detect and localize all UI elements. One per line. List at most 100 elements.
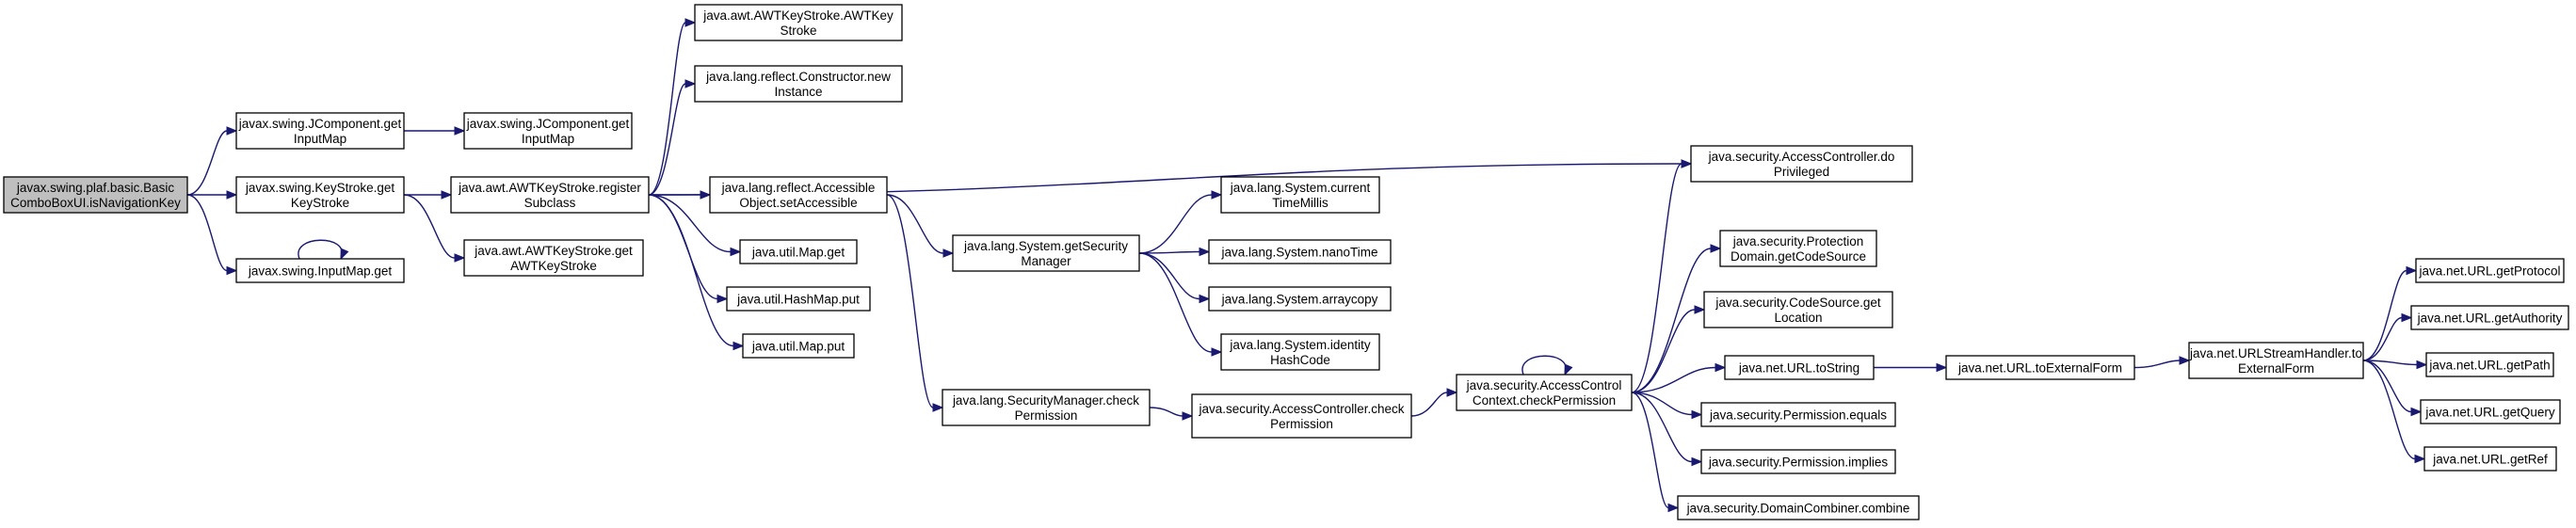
function-node[interactable]: java.util.Map.get <box>739 239 858 264</box>
function-node[interactable]: java.net.URL.getProtocol <box>2415 258 2565 283</box>
node-box <box>1700 402 1896 427</box>
edge-line <box>2133 360 2181 369</box>
function-node[interactable]: java.util.HashMap.put <box>726 286 871 312</box>
node-label-line: java.lang.System.current <box>1230 181 1371 195</box>
node-label-line: Permission <box>1270 417 1333 431</box>
call-edge <box>403 190 453 200</box>
node-label-line: Domain.getCodeSource <box>1731 249 1866 264</box>
call-edge <box>648 79 697 196</box>
edge-line <box>2362 316 2403 361</box>
arrowhead <box>2414 454 2426 464</box>
edge-line <box>403 194 456 259</box>
arrowhead <box>1691 409 1703 420</box>
node-label-line: java.net.URL.toExternalForm <box>1957 361 2122 376</box>
node-label-line: Manager <box>1021 254 1071 268</box>
node-box <box>942 389 1151 426</box>
function-node[interactable]: java.net.URL.toString <box>1724 355 1875 380</box>
node-label-line: java.util.HashMap.put <box>736 293 860 307</box>
node-label-line: Privileged <box>1774 165 1829 179</box>
function-node[interactable]: java.security.ProtectionDomain.getCodeSo… <box>1719 230 1877 267</box>
node-box <box>1945 355 2135 380</box>
call-edge <box>2362 360 2428 370</box>
function-node[interactable]: java.lang.reflect.Constructor.newInstanc… <box>694 65 903 103</box>
node-label-line: Location <box>1774 311 1822 325</box>
node-box <box>739 239 858 264</box>
function-node[interactable]: java.net.URLStreamHandler.toExternalForm <box>2188 342 2364 379</box>
edge-line <box>648 194 718 300</box>
node-label-line: java.net.URLStreamHandler.to <box>2189 346 2362 360</box>
call-edge <box>2133 356 2191 369</box>
arrowhead <box>684 18 697 27</box>
node-box <box>1456 374 1633 411</box>
function-node[interactable]: java.net.URL.toExternalForm <box>1945 355 2135 380</box>
arrowhead <box>2410 407 2423 417</box>
function-node[interactable]: java.lang.System.nanoTime <box>1208 239 1392 264</box>
function-node[interactable]: java.lang.SecurityManager.checkPermissio… <box>942 389 1151 426</box>
call-edge <box>1874 362 1948 373</box>
edge-line <box>1631 163 1682 393</box>
edge-line <box>1149 407 1183 417</box>
function-node[interactable]: java.util.Map.put <box>742 333 855 359</box>
call-edge <box>648 194 742 257</box>
root-node-box <box>3 176 188 214</box>
arrowhead <box>454 253 466 263</box>
arrowhead <box>942 248 955 258</box>
node-label-line: java.util.Map.put <box>751 340 845 354</box>
arrowhead <box>2401 312 2413 323</box>
call-edge <box>1138 252 1223 357</box>
arrowhead <box>684 79 697 88</box>
arrowhead <box>454 126 466 136</box>
node-box <box>694 4 903 41</box>
edge-line <box>1138 252 1200 300</box>
node-label-line: ExternalForm <box>2238 361 2314 376</box>
node-label-line: java.net.URL.getProtocol <box>2418 264 2560 279</box>
function-node[interactable]: java.lang.System.arraycopy <box>1208 286 1392 312</box>
edge-line <box>186 194 228 272</box>
node-box <box>1191 393 1412 439</box>
node-label-line: java.awt.AWTKeyStroke.register <box>458 181 641 195</box>
function-node[interactable]: javax.swing.plaf.basic.BasicComboBoxUI.i… <box>3 176 188 214</box>
function-node[interactable]: java.net.URL.getAuthority <box>2410 305 2569 330</box>
function-node[interactable]: java.lang.reflect.AccessibleObject.setAc… <box>709 176 888 214</box>
node-box <box>709 176 888 214</box>
node-box <box>235 258 405 283</box>
edge-line <box>1138 250 1200 254</box>
arrowhead <box>226 126 238 136</box>
function-node[interactable]: java.security.AccessController.doPrivile… <box>1690 145 1913 183</box>
edge-line <box>1138 194 1213 254</box>
call-edge <box>1138 252 1211 304</box>
edge-line <box>1410 392 1448 417</box>
node-box <box>1220 176 1380 214</box>
function-node[interactable]: java.security.AccessControlContext.check… <box>1456 374 1633 411</box>
node-label-line: javax.swing.JComponent.get <box>238 117 402 131</box>
function-node[interactable]: javax.swing.InputMap.get <box>235 258 405 283</box>
function-node[interactable]: java.security.DomainCombiner.combine <box>1677 495 1920 520</box>
function-node[interactable]: java.net.URL.getQuery <box>2420 399 2561 424</box>
function-node[interactable]: java.security.Permission.equals <box>1700 402 1896 427</box>
node-label-line: java.security.AccessController.do <box>1708 150 1895 164</box>
function-node[interactable]: java.awt.AWTKeyStroke.AWTKeyStroke <box>694 4 903 41</box>
edge-line <box>298 239 343 260</box>
node-label-line: java.security.Protection <box>1732 234 1864 248</box>
function-node[interactable]: java.net.URL.getRef <box>2423 446 2557 472</box>
arrowhead <box>1211 190 1223 200</box>
call-edge <box>1631 362 1727 393</box>
call-edge <box>298 239 349 261</box>
function-node[interactable]: java.security.Permission.implies <box>1700 449 1896 474</box>
node-box <box>235 176 405 214</box>
edge-line <box>648 194 734 347</box>
function-node[interactable]: java.security.AccessController.checkPerm… <box>1191 393 1412 439</box>
function-node[interactable]: java.net.URL.getPath <box>2425 352 2554 377</box>
node-label-line: java.net.URL.toString <box>1738 361 1860 376</box>
edge-line <box>186 130 228 196</box>
edge-line <box>1138 252 1213 353</box>
